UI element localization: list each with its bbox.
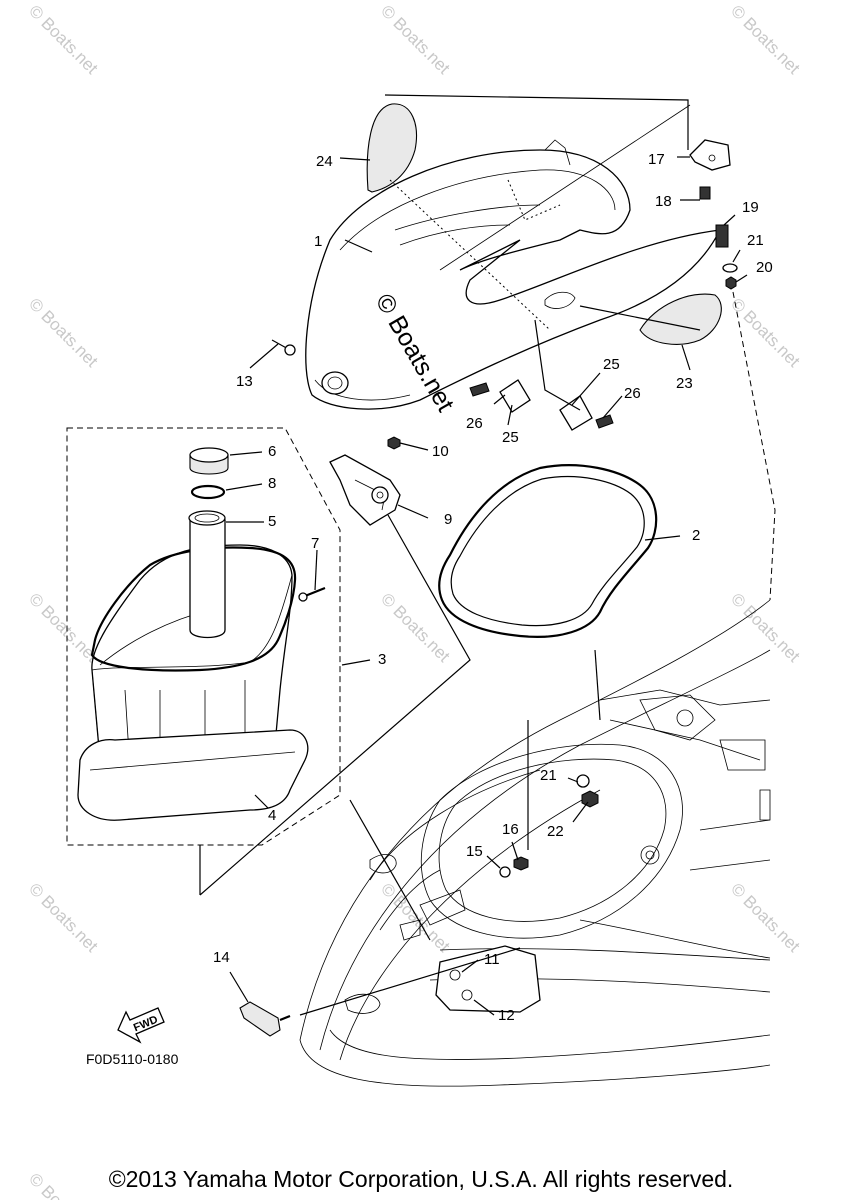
callout-9: 9 (444, 511, 452, 528)
figure-code: F0D5110-0180 (86, 1051, 179, 1067)
watermark: © Boats.net (727, 294, 804, 371)
engine-hood-drawing (305, 139, 722, 410)
callout-12: 12 (498, 1007, 515, 1024)
watermark: © Boats.net (25, 879, 102, 956)
callout-3: 3 (378, 651, 386, 668)
part-2-seal (438, 464, 658, 638)
watermark: © Boats.net (727, 1, 804, 78)
watermark: © Boats.net (25, 589, 102, 666)
storage-box-drawing (77, 447, 326, 821)
callout-labels: 1 2 3 4 5 6 7 8 9 10 11 12 13 14 15 16 1… (213, 151, 773, 1024)
latch-bracket-drawing (329, 436, 401, 526)
callout-21-upper: 21 (747, 232, 764, 249)
leader-lines (199, 94, 776, 1016)
callout-24: 24 (316, 153, 333, 170)
callout-21-lower: 21 (540, 767, 557, 784)
callout-25-right: 25 (603, 356, 620, 373)
watermark: © Boats.net (25, 294, 102, 371)
callout-14: 14 (213, 949, 230, 966)
watermark: © Boats.net (727, 879, 804, 956)
callout-5: 5 (268, 513, 276, 530)
callout-8: 8 (268, 475, 276, 492)
callout-4: 4 (268, 807, 276, 824)
callout-26-left: 26 (466, 415, 483, 432)
callout-1: 1 (314, 233, 322, 250)
part-17-bracket (689, 139, 731, 171)
callout-19: 19 (742, 199, 759, 216)
callout-7: 7 (311, 535, 319, 552)
callout-23: 23 (676, 375, 693, 392)
callout-26-right: 26 (624, 385, 641, 402)
watermark: © Boats.net (377, 1, 454, 78)
callout-13: 13 (236, 373, 253, 390)
callout-6: 6 (268, 443, 276, 460)
forward-arrow-icon: FWD (117, 1007, 165, 1044)
callout-20: 20 (756, 259, 773, 276)
callout-11: 11 (484, 951, 500, 968)
copyright-notice: ©2013 Yamaha Motor Corporation, U.S.A. A… (108, 1166, 734, 1192)
part-14-trim (239, 1001, 281, 1037)
callout-17: 17 (648, 151, 665, 168)
callout-16: 16 (502, 821, 519, 838)
callout-25-left: 25 (502, 429, 519, 446)
watermark: © Boats.net (727, 589, 804, 666)
callout-18: 18 (655, 193, 672, 210)
callout-10: 10 (432, 443, 449, 460)
hull-deck-drawing (299, 599, 771, 1087)
part-24-pad (366, 103, 417, 193)
watermark: © Boats.net (25, 1, 102, 78)
callout-15: 15 (466, 843, 483, 860)
part-23-pad (639, 293, 722, 345)
callout-22: 22 (547, 823, 564, 840)
callout-2: 2 (692, 527, 700, 544)
